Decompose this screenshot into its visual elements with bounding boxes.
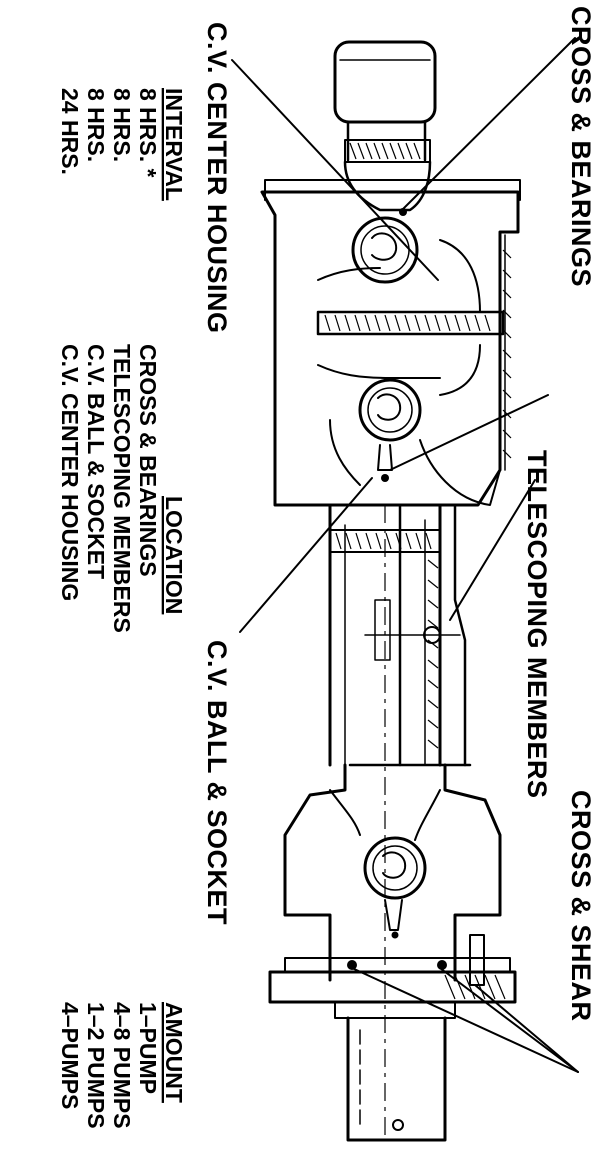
upper-cross-bearing [351, 208, 419, 284]
row-3-interval: 8 HRS. [83, 88, 109, 162]
row-2-amount: 4–8 PUMPS [109, 1002, 135, 1129]
label-cv-ball-socket: C.V. BALL & SOCKET [202, 640, 232, 925]
row-1-location: CROSS & BEARINGS [135, 344, 161, 577]
row-4-interval: 24 HRS. [57, 88, 83, 175]
driveshaft-drawing [231, 37, 579, 1142]
row-3-amount: 1–2 PUMPS [83, 1002, 109, 1129]
label-telescoping-members: TELESCOPING MEMBERS [522, 450, 552, 799]
lower-yoke [283, 763, 502, 982]
row-3-location: C.V. BALL & SOCKET [83, 344, 109, 579]
row-4-amount: 4–PUMPS [57, 1002, 83, 1109]
row-4-location: C.V. CENTER HOUSING [57, 344, 83, 601]
row-1-amount: 1–PUMP [135, 1002, 161, 1094]
label-cross-bearings: CROSS & BEARINGS [566, 6, 596, 287]
shear-flange [268, 934, 517, 1142]
row-2-location: TELESCOPING MEMBERS [109, 344, 135, 633]
cv-center-housing-body [260, 179, 521, 507]
label-cv-center-housing: C.V. CENTER HOUSING [202, 22, 232, 334]
header-interval: INTERVAL [161, 88, 187, 201]
lubrication-table: INTERVAL 8 HRS. * 8 HRS. 8 HRS. 24 HRS. … [57, 88, 187, 1129]
label-cross-shear: CROSS & SHEAR [566, 790, 596, 1022]
row-1-interval: 8 HRS. * [135, 88, 161, 178]
header-location: LOCATION [161, 496, 187, 614]
leader-lines [231, 37, 579, 1073]
row-2-interval: 8 HRS. [109, 88, 135, 162]
middle-cross-bearing [358, 378, 422, 482]
telescoping-tube [328, 503, 472, 1140]
header-amount: AMOUNT [161, 1002, 187, 1103]
